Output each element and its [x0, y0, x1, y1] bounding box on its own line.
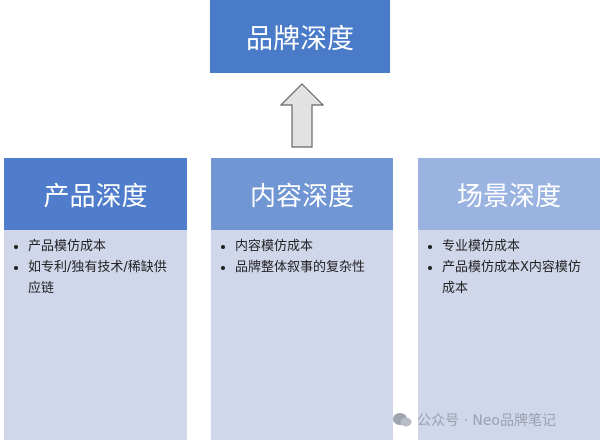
brand-depth-label: 品牌深度 [246, 24, 354, 55]
watermark: 公众号 · Neo品牌笔记 [392, 410, 556, 430]
content-depth-column: 内容深度 内容模仿成本品牌整体叙事的复杂性 [211, 158, 393, 440]
bullet: 内容模仿成本 [235, 236, 385, 257]
watermark-text: 公众号 · Neo品牌笔记 [417, 413, 557, 429]
bullet: 产品模仿成本X内容模仿成本 [442, 257, 592, 299]
bullet: 产品模仿成本 [28, 236, 179, 257]
column-title: 内容深度 [211, 158, 393, 230]
bullet: 如专利/独有技术/稀缺供应链 [28, 257, 179, 299]
wechat-icon [393, 413, 412, 427]
up-arrow-icon [280, 83, 324, 148]
column-title: 产品深度 [4, 158, 187, 230]
brand-depth-box: 品牌深度 [210, 0, 390, 73]
product-depth-column: 产品深度 产品模仿成本如专利/独有技术/稀缺供应链 [4, 158, 187, 440]
column-title: 场景深度 [418, 158, 600, 230]
bullet: 专业模仿成本 [442, 236, 592, 257]
scene-depth-column: 场景深度 专业模仿成本产品模仿成本X内容模仿成本 [418, 158, 600, 440]
bullet: 品牌整体叙事的复杂性 [235, 257, 385, 278]
